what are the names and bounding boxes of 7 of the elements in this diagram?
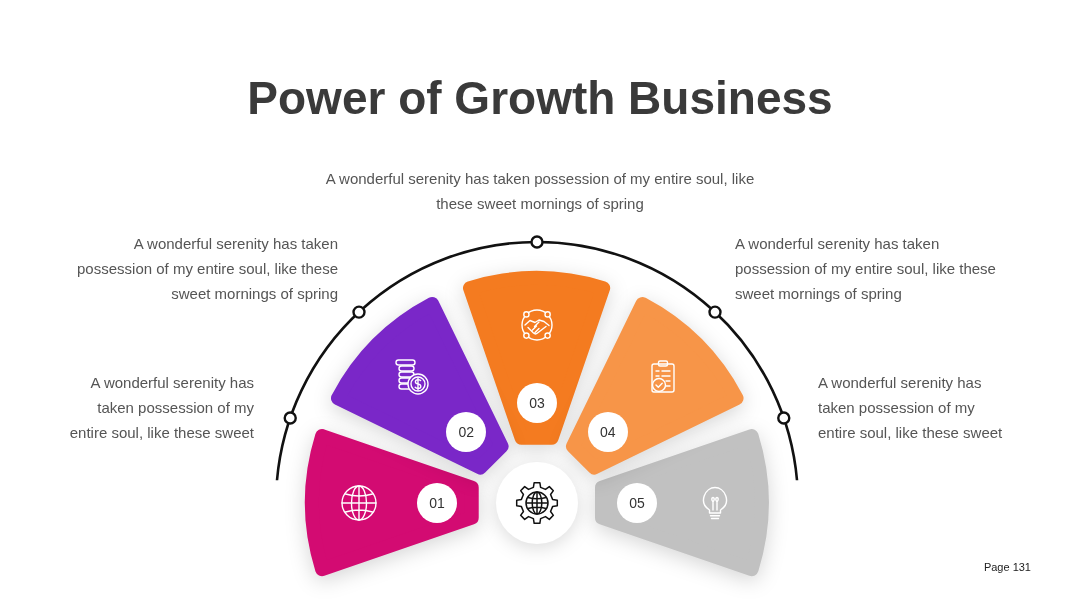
description-text: A wonderful serenity has taken possession of my entire soul, like these sweet [68, 373, 254, 443]
description-text: A wonderful serenity has taken possession of my entire soul, like these sweet mornings of spring [735, 234, 997, 304]
description-text: A wonderful serenity has taken possession of my entire soul, like these sweet mornings of spring [76, 234, 338, 304]
description-text: A wonderful serenity has taken possession of my entire soul, like these sweet mornings of spring [324, 169, 756, 214]
description-text: A wonderful serenity has taken possession of my entire soul, like these sweet [818, 373, 1004, 443]
title: Power of Growth Business [247, 71, 833, 126]
page-number: Page 131 [983, 560, 1031, 574]
